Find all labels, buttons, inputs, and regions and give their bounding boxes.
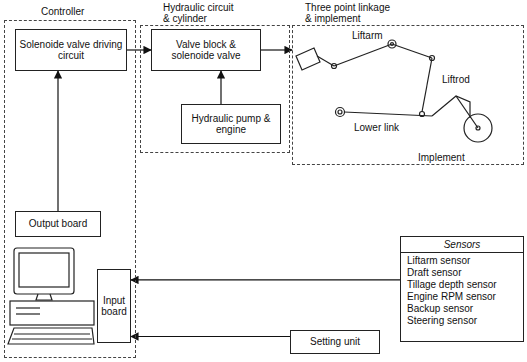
monitor (14, 248, 74, 294)
implement-frame (456, 96, 478, 128)
pivot (338, 110, 342, 114)
drive-slot (16, 307, 40, 308)
implement-wheel (464, 114, 492, 142)
signal-arrow (220, 71, 221, 104)
board-box: Input board (97, 269, 131, 343)
part-label: Lower link (353, 122, 400, 133)
box-label: Hydraulic pump & engine (185, 113, 277, 136)
part-label: Liftarm (351, 30, 384, 41)
monitor-stand (36, 294, 52, 300)
keyboard-row (14, 333, 90, 334)
list-item: Draft sensor (407, 267, 517, 279)
hydraulic-cylinder (296, 48, 334, 70)
pivot (388, 40, 396, 48)
signal-arrow (57, 71, 58, 211)
process-box: Solenoide valve driving circuit (15, 29, 127, 71)
lower-link (344, 112, 432, 116)
liftarm (334, 44, 392, 66)
box-label: Valve block & solenoide valve (155, 39, 257, 62)
box-label: Output board (29, 218, 87, 230)
liftrod (422, 58, 432, 112)
wheel-hub (476, 126, 480, 130)
implement-frame (432, 96, 470, 118)
list-item: Engine RPM sensor (407, 291, 517, 303)
signal-arrow (127, 49, 151, 50)
part-label: Liftrod (441, 74, 471, 85)
keyboard (8, 328, 94, 344)
box-label: Solenoide valve driving circuit (19, 39, 123, 62)
process-box: Setting unit (290, 330, 380, 354)
box-label: Input board (101, 295, 127, 318)
region-heading: Three point linkage & implement (305, 2, 397, 24)
joint (332, 64, 337, 69)
box-label: Setting unit (310, 336, 360, 348)
drive-slot (16, 313, 40, 314)
region-heading: Controller (41, 6, 131, 17)
region-heading: Hydraulic circuit & cylinder (163, 2, 239, 24)
signal-arrow (131, 336, 290, 337)
process-box: Valve block & solenoide valve (151, 29, 261, 71)
controller-region: ControllerSolenoide valve driving circui… (4, 20, 136, 358)
signal-arrow (131, 279, 400, 280)
screen (19, 253, 69, 287)
part-label: Implement (417, 152, 466, 163)
list-heading: Sensors (401, 239, 523, 253)
list-item: Liftarm sensor (407, 255, 517, 267)
signal-arrow (261, 49, 292, 50)
process-box: Output board (15, 211, 101, 237)
liftarm (392, 44, 432, 58)
hydraulic-region: Hydraulic circuit & cylinderValve block … (140, 25, 290, 153)
list-item: Backup sensor (407, 303, 517, 315)
process-box: Hydraulic pump & engine (181, 104, 281, 144)
pivot (391, 43, 394, 46)
sensor-list-box: SensorsLiftarm sensorDraft sensorTillage… (400, 236, 524, 342)
list-item: Tillage depth sensor (407, 279, 517, 291)
pivot (336, 108, 345, 117)
keyboard-row (12, 338, 92, 339)
computer-case (10, 301, 94, 325)
linkage-region: Three point linkage & implementLiftarmLi… (292, 25, 524, 165)
list-item: Steering sensor (407, 315, 517, 327)
